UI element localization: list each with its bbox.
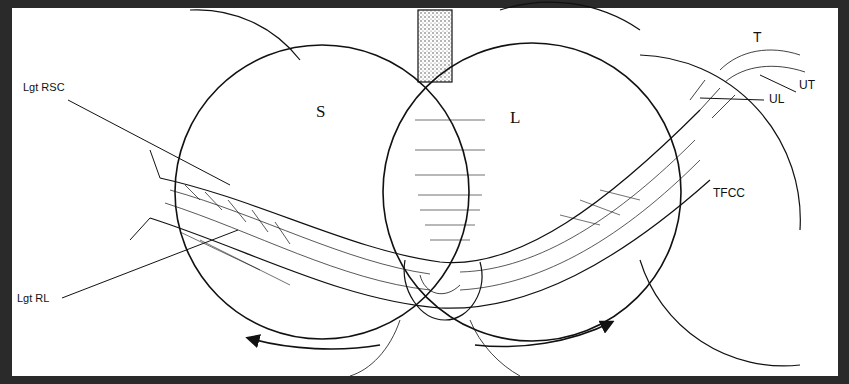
circle-outline — [383, 43, 681, 341]
anatomy-label: Lgt RL — [16, 291, 62, 305]
anatomy-label: UL — [768, 92, 785, 106]
anatomy-label: TFCC — [712, 186, 746, 200]
bone-circle: L — [382, 42, 682, 342]
ligament-band — [150, 2, 805, 376]
bone-letter: S — [314, 102, 327, 122]
bone-letter: L — [508, 108, 522, 128]
anatomy-label: UT — [798, 78, 816, 92]
leader-lines — [62, 75, 796, 298]
motion-arrows — [248, 322, 612, 349]
circle-outline — [382, 42, 682, 342]
dotted-bone-segment — [418, 10, 452, 82]
anatomy-label: Lgt RSC — [22, 80, 68, 94]
anatomy-label: T — [752, 30, 763, 44]
paper-ground — [12, 8, 838, 376]
